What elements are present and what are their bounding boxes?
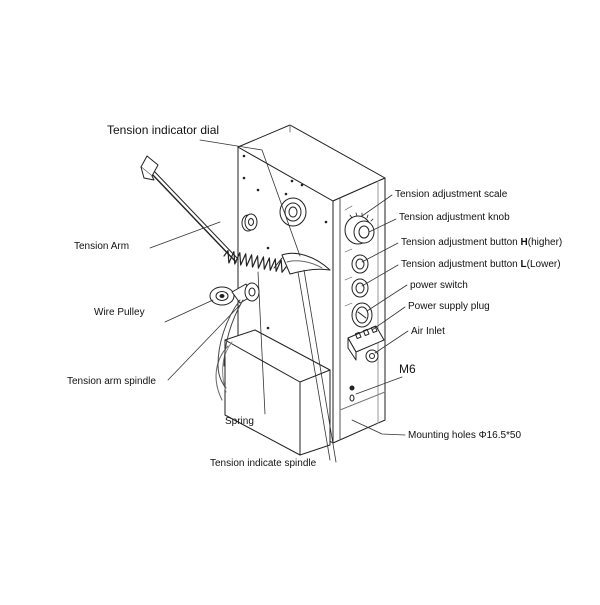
label-button-l-suffix: (Lower) <box>526 259 561 270</box>
label-tension-arm-spindle: Tension arm spindle <box>67 376 156 387</box>
side-controls <box>339 205 386 411</box>
label-button-l: Tension adjustment button L(Lower) <box>401 259 561 271</box>
label-tension-indicator-dial: Tension indicator dial <box>107 123 220 137</box>
label-button-l-letter: L <box>520 259 527 270</box>
label-tension-arm: Tension Arm <box>74 241 130 252</box>
label-mounting-holes: Mounting holes Φ16.5*50 <box>408 430 522 441</box>
label-tension-adjustment-scale: Tension adjustment scale <box>395 189 508 200</box>
tension-arm <box>140 155 239 263</box>
label-button-h-text: Tension adjustment button <box>401 237 521 248</box>
label-button-h: Tension adjustment button H(higher) <box>401 237 562 249</box>
wire-pulley <box>209 282 260 306</box>
label-button-h-suffix: (higher) <box>527 237 563 248</box>
label-tension-indicate-spindle: Tension indicate spindle <box>210 458 317 469</box>
front-knob <box>241 213 258 232</box>
label-spring: Spring <box>225 416 254 427</box>
label-tension-adjustment-knob: Tension adjustment knob <box>399 212 510 223</box>
label-power-supply-plug: Power supply plug <box>408 301 490 312</box>
label-wire-pulley: Wire Pulley <box>94 307 145 318</box>
label-button-l-text: Tension adjustment button <box>401 259 521 270</box>
wire <box>217 299 244 389</box>
leader-lines <box>149 139 409 463</box>
label-air-inlet: Air Inlet <box>411 326 445 337</box>
label-m6: M6 <box>399 362 416 376</box>
label-button-h-letter: H <box>520 237 528 248</box>
label-power-switch: power switch <box>410 280 468 291</box>
